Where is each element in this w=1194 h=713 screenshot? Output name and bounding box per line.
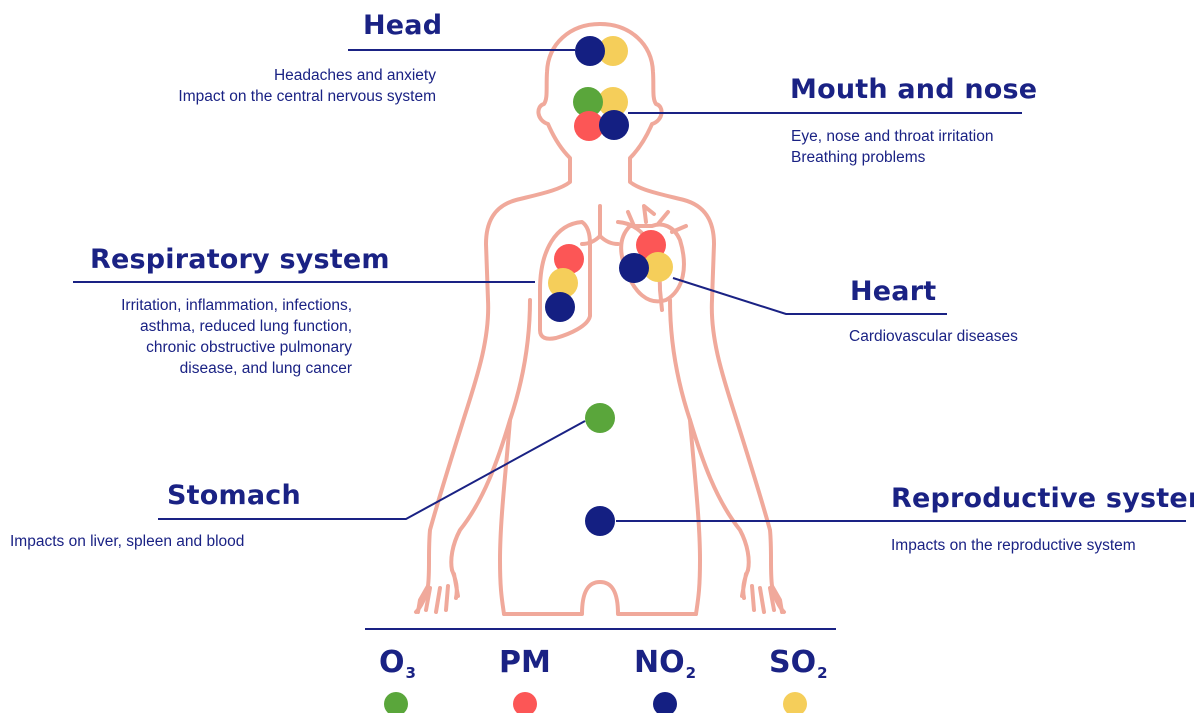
stomach-title: Stomach (167, 480, 301, 511)
head-dots (575, 36, 628, 66)
respiratory-line-1: Irritation, inflammation, infections, (121, 295, 352, 316)
head-dot-no2 (575, 36, 605, 66)
legend-dot-o3 (384, 692, 408, 713)
mouth-nose-line-1: Eye, nose and throat irritation (791, 126, 993, 147)
reproductive-title: Reproductive system (891, 483, 1194, 514)
left-hand (418, 570, 458, 612)
respiratory-description: Irritation, inflammation, infections, as… (121, 295, 352, 379)
legend-label-pm: PM (499, 645, 551, 680)
head-line-2: Impact on the central nervous system (178, 86, 436, 107)
reproductive-line-1: Impacts on the reproductive system (891, 535, 1136, 556)
mouth-nose-description: Eye, nose and throat irritation Breathin… (791, 126, 993, 168)
respiratory-line-3: chronic obstructive pulmonary (121, 337, 352, 358)
stomach-dot-o3 (585, 403, 615, 433)
lung-dot-no2 (545, 292, 575, 322)
legend-dot-so2 (783, 692, 807, 713)
legend-dots (384, 692, 807, 713)
heart-dots (619, 230, 673, 283)
right-hand (742, 570, 782, 612)
respiratory-line-4: disease, and lung cancer (121, 358, 352, 379)
lung-dots (545, 244, 584, 322)
respiratory-line-2: asthma, reduced lung function, (121, 316, 352, 337)
right-inner-arm (670, 300, 749, 570)
heart-dot-no2 (619, 253, 649, 283)
head-outline (416, 24, 600, 612)
mouth-nose-line-2: Breathing problems (791, 147, 993, 168)
head-title: Head (363, 10, 442, 41)
stomach-line-1: Impacts on liver, spleen and blood (10, 531, 244, 552)
stomach-description: Impacts on liver, spleen and blood (10, 531, 244, 552)
heart-description: Cardiovascular diseases (849, 326, 1018, 347)
left-inner-arm (451, 300, 530, 570)
heart-title: Heart (850, 276, 936, 307)
legend-dot-pm (513, 692, 537, 713)
head-description: Headaches and anxiety Impact on the cent… (178, 65, 436, 107)
crotch (504, 582, 696, 614)
head-line-1: Headaches and anxiety (178, 65, 436, 86)
heart-line-1: Cardiovascular diseases (849, 326, 1018, 347)
reproductive-description: Impacts on the reproductive system (891, 535, 1136, 556)
reproductive-dot-no2 (585, 506, 615, 536)
mouth-nose-dots (573, 87, 629, 141)
legend-label-no2: NO2 (634, 645, 696, 682)
legend-label-o3: O3 (379, 645, 416, 682)
mouth-nose-title: Mouth and nose (790, 74, 1037, 105)
respiratory-title: Respiratory system (90, 244, 390, 275)
mouth-dot-no2 (599, 110, 629, 140)
legend-dot-no2 (653, 692, 677, 713)
legend-label-so2: SO2 (769, 645, 828, 682)
